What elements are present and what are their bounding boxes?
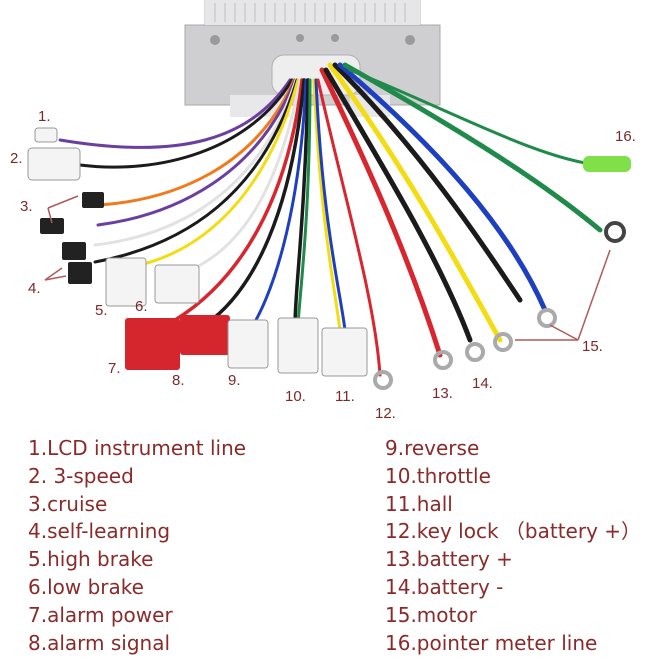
wire-meter-green xyxy=(348,68,602,167)
legend-item: 9.reverse xyxy=(385,436,480,460)
connectors xyxy=(27,127,631,390)
legend-item: 1.LCD instrument line xyxy=(28,436,247,460)
legend-item: 15.motor xyxy=(385,602,477,627)
legend-item: 2. 3-speed xyxy=(28,463,134,488)
legend-item: 5.high brake xyxy=(28,547,154,572)
wire-highbrake-yellow xyxy=(138,78,300,267)
connector-learn-b xyxy=(68,262,92,284)
connector-hall xyxy=(321,327,368,377)
callout-7: 7. xyxy=(108,360,121,377)
legend-item: 14.battery - xyxy=(385,574,504,599)
connector-alarm-power xyxy=(125,318,180,370)
callout-6: 6. xyxy=(135,298,148,315)
callout-14: 14. xyxy=(472,375,493,392)
connector-reverse xyxy=(227,319,269,369)
wire-throttle-black xyxy=(293,78,310,327)
wire-hall-yellow xyxy=(312,78,342,332)
wire-lcd-purple xyxy=(58,78,292,149)
connector-throttle xyxy=(277,317,319,374)
callout-1: 1. xyxy=(38,108,51,125)
ring-motor-a xyxy=(493,332,513,352)
callout-9: 9. xyxy=(228,372,241,389)
wire-motor-green xyxy=(342,62,603,233)
legend-item: 16.pointer meter line xyxy=(385,630,598,655)
wire-batt-plus-red xyxy=(319,67,443,358)
callout-2: 2. xyxy=(10,150,23,167)
wire-motor-blue xyxy=(337,62,548,313)
callout-5: 5. xyxy=(95,302,108,319)
wire-alarm-black xyxy=(203,78,306,327)
connector-alarm-signal xyxy=(180,315,230,355)
callout-3: 3. xyxy=(20,198,33,215)
legend-item: 12.key lock （battery +） xyxy=(385,519,642,544)
wire-cruise-purple xyxy=(96,78,297,227)
wire-alarm-red xyxy=(173,78,304,322)
callout-8: 8. xyxy=(172,372,185,389)
connector-learn-a xyxy=(62,242,86,260)
callout-13: 13. xyxy=(432,385,453,402)
heatshrink-meter xyxy=(583,156,631,172)
wire-learn-white xyxy=(93,78,298,247)
callout-4: 4. xyxy=(28,280,41,297)
ring-motor-b xyxy=(537,308,557,328)
legend-item: 6.low brake xyxy=(28,574,144,599)
connector-lcd xyxy=(34,127,58,143)
legend-item: 7.alarm power xyxy=(28,602,173,627)
connector-cruise-b xyxy=(40,218,64,234)
wire-cruise-orange xyxy=(98,78,296,207)
wire-reverse-blue xyxy=(248,78,308,332)
wire-hall-blue xyxy=(314,78,347,332)
legend-column-right: 9.reverse 10.throttle 11.hall 12.key loc… xyxy=(385,435,641,657)
callout-arrows xyxy=(44,195,611,341)
legend-item: 3.cruise xyxy=(28,491,108,516)
wire-throttle-green xyxy=(296,78,312,327)
wire-learn-black xyxy=(93,78,299,264)
callout-10: 10. xyxy=(285,388,306,405)
connector-3speed xyxy=(27,147,81,181)
ring-batt-minus xyxy=(465,342,485,362)
wire-motor-black xyxy=(332,62,523,303)
callout-16: 16. xyxy=(615,128,636,145)
controller-wiring-photo xyxy=(27,0,631,390)
ring-motor-c xyxy=(604,221,626,243)
legend-item: 8.alarm signal xyxy=(28,630,171,655)
ring-batt-plus xyxy=(433,350,453,370)
legend-column-left: 1.LCD instrument line 2. 3-speed 3.cruis… xyxy=(28,435,246,657)
wire-harness xyxy=(58,62,603,377)
legend-item: 4.self-learning xyxy=(28,519,171,544)
legend-item: 11.hall xyxy=(385,491,453,516)
callout-15: 15. xyxy=(582,338,603,355)
wire-keylock-red xyxy=(316,78,382,377)
connector-lowbrake xyxy=(154,264,200,304)
wire-batt-minus-black xyxy=(323,67,473,343)
connector-cruise-a xyxy=(82,192,104,208)
wire-3speed-black xyxy=(78,78,294,169)
callout-11: 11. xyxy=(335,388,355,405)
legend-item: 10.throttle xyxy=(385,463,491,488)
legend-item: 13.battery + xyxy=(385,547,513,572)
connector-highbrake xyxy=(105,257,147,307)
callout-12: 12. xyxy=(375,405,396,422)
wire-motor-yellow xyxy=(327,62,503,343)
wire-legend: 1.LCD instrument line 2. 3-speed 3.cruis… xyxy=(0,435,670,670)
ring-keylock xyxy=(373,370,393,390)
